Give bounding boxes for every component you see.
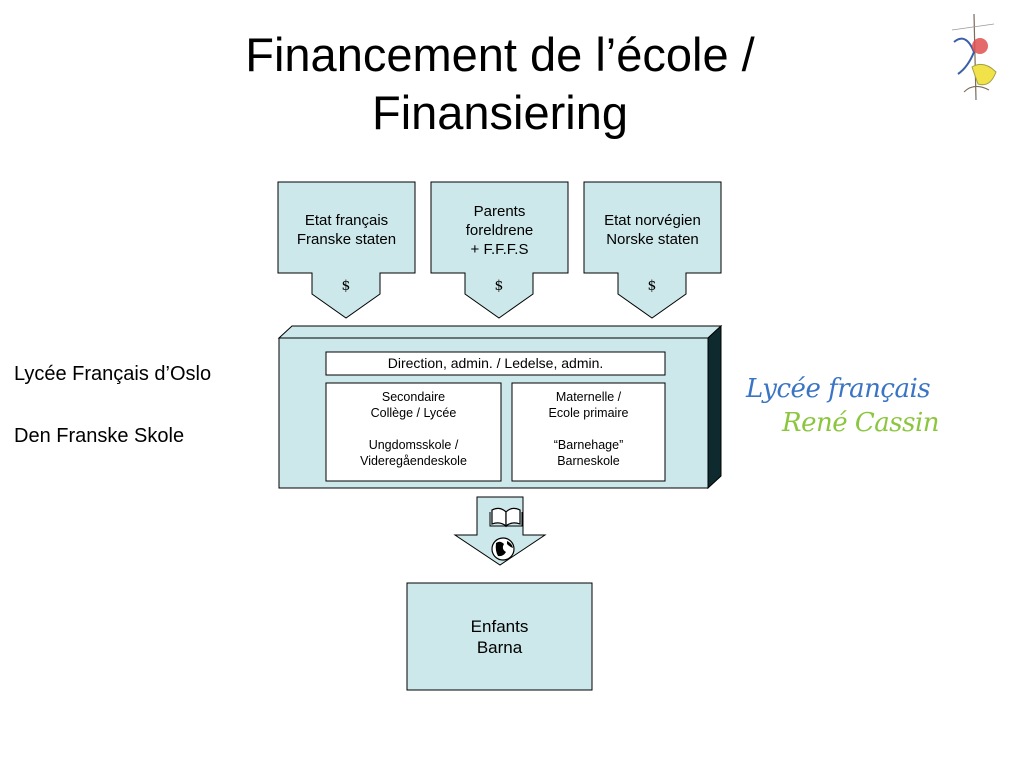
children-line: Barna xyxy=(476,637,523,657)
secondary-line: Videregåendeskole xyxy=(360,454,467,468)
children-label: Enfants Barna xyxy=(407,583,592,690)
page-title: Financement de l’école / Finansiering xyxy=(150,26,850,142)
funder-line: Etat norvégien xyxy=(604,212,701,229)
dollar-icon: $ xyxy=(647,277,657,294)
secondary-line: Collège / Lycée xyxy=(370,406,457,420)
logo-line-2: René Cassin xyxy=(782,408,940,438)
funder-line: foreldrene xyxy=(465,221,534,239)
funder-line: + F.F.F.S xyxy=(470,240,529,258)
direction-box: Direction, admin. / Ledelse, admin. xyxy=(387,355,604,371)
logo-line-1: Lycée français xyxy=(746,374,931,404)
funder-line: Etat français xyxy=(304,212,389,229)
secondary-line: Ungdomsskole / xyxy=(368,438,459,452)
funder-arrow-3 xyxy=(583,181,722,319)
globe-icon xyxy=(491,537,515,561)
school-emblem-icon xyxy=(951,13,997,101)
lycee-logo: Lycée français René Cassin xyxy=(742,372,942,442)
primary-line: Barneskole xyxy=(557,454,620,468)
school-label-fr: Lycée Français d’Oslo xyxy=(14,363,212,385)
children-line: Enfants xyxy=(470,616,529,636)
funder-line: Norske staten xyxy=(606,231,699,248)
funder-box-parents: Parents foreldrene + F.F.F.S xyxy=(431,192,568,268)
title-line-1: Financement de l’école / xyxy=(245,28,755,81)
children-box xyxy=(406,582,593,691)
title-line-2: Finansiering xyxy=(371,86,629,139)
primary-box: Maternelle / Ecole primaire “Barnehage” … xyxy=(512,389,665,477)
school-label-no: Den Franske Skole xyxy=(14,425,185,447)
dollar-icon: $ xyxy=(494,277,504,294)
secondary-line: Secondaire xyxy=(381,390,446,404)
dollar-icon: $ xyxy=(341,277,351,294)
primary-line: Maternelle / xyxy=(555,390,622,404)
book-icon xyxy=(489,507,523,528)
funder-arrow-2 xyxy=(430,181,569,319)
funder-arrow-1 xyxy=(277,181,416,319)
funder-line: Parents xyxy=(473,202,526,220)
funder-box-french-state: Etat français Franske staten xyxy=(278,192,415,268)
funder-line: Franske staten xyxy=(296,231,397,248)
school-block xyxy=(277,324,723,490)
secondary-box: Secondaire Collège / Lycée Ungdomsskole … xyxy=(326,389,501,477)
funder-box-norwegian-state: Etat norvégien Norske staten xyxy=(584,192,721,268)
primary-line: “Barnehage” xyxy=(553,438,624,452)
primary-line: Ecole primaire xyxy=(548,406,629,420)
